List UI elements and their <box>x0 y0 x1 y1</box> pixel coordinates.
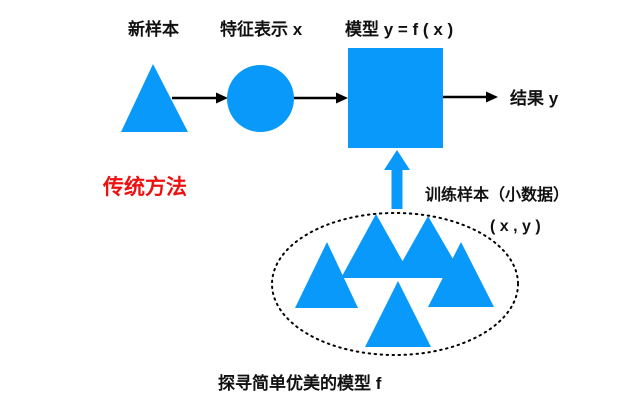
training-sample-triangle-icon <box>428 242 494 307</box>
training-up-arrow-icon <box>384 150 410 209</box>
arrow-right-head-icon <box>486 91 498 103</box>
model-equation-label: 模型 y = f ( x ) <box>345 20 454 39</box>
training-sample-triangle-icon <box>393 216 464 278</box>
dataset-ellipse <box>271 212 519 356</box>
new-sample-label: 新样本 <box>128 20 179 39</box>
bottom-caption-label: 探寻简单优美的模型 f <box>218 374 382 393</box>
xy-pair-label: ( x , y ) <box>490 218 541 235</box>
arrow-right-head-icon <box>216 92 228 104</box>
new-sample-triangle-icon <box>121 64 188 132</box>
arrow-right-head-icon <box>336 92 348 104</box>
model-square-icon <box>348 48 443 148</box>
training-sample-triangle-icon <box>365 281 431 347</box>
feature-circle-icon <box>227 65 294 132</box>
result-label: 结果 y <box>510 89 559 108</box>
training-sample-triangle-icon <box>341 214 412 278</box>
traditional-method-label: 传统方法 <box>103 176 187 199</box>
training-samples-label: 训练样本（小数据） <box>425 187 570 204</box>
training-sample-triangle-icon <box>295 242 358 308</box>
feature-representation-label: 特征表示 x <box>220 20 303 39</box>
